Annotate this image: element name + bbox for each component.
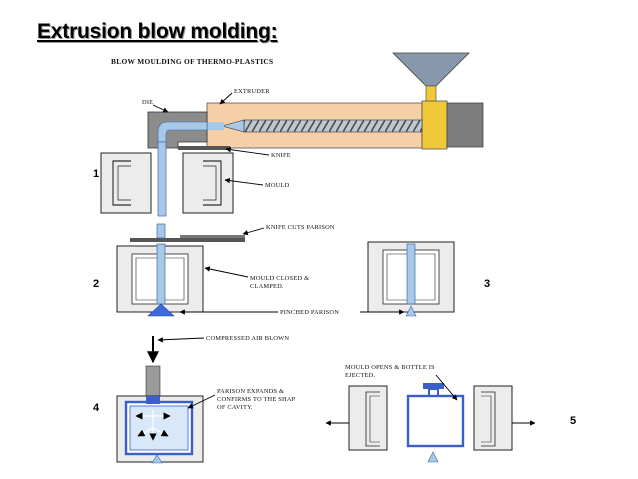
diagram-header: BLOW MOULDING OF THERMO-PLASTICS	[111, 57, 273, 66]
label-parison-2: CONFIRMS TO THE SHAP	[217, 396, 296, 403]
drive-motor	[446, 102, 484, 148]
label-pinched: PINCHED PARISON	[280, 309, 339, 316]
label-knife-cuts: KNIFE CUTS PARISON	[266, 224, 335, 231]
bottle-tail	[427, 451, 439, 463]
pinch-3	[405, 305, 417, 317]
label-parison-1: PARISON EXPANDS &	[217, 388, 284, 395]
label-knife: KNIFE	[271, 152, 291, 159]
parison-2	[156, 243, 166, 305]
mould-5-right	[473, 385, 513, 451]
knife-2	[130, 238, 245, 242]
parison-1	[157, 141, 167, 217]
label-extruder: EXTRUDER	[234, 88, 270, 95]
mould-left-1	[100, 152, 152, 214]
label-die: DIE	[142, 99, 153, 106]
step-5: 5	[570, 415, 576, 427]
extruder-screw	[243, 119, 423, 133]
step-3: 3	[484, 278, 490, 290]
label-parison-3: OF CAVITY.	[217, 404, 253, 411]
hopper	[392, 52, 470, 103]
parison-3	[406, 243, 416, 305]
step-4: 4	[93, 402, 100, 414]
mould-5-left	[348, 385, 388, 451]
extruder-end-block	[421, 100, 448, 150]
expansion-arrows	[135, 410, 171, 441]
step-1: 1	[93, 168, 99, 180]
knife-blade	[180, 235, 245, 238]
slide-title: Extrusion blow molding:	[37, 20, 278, 43]
label-mould-opens-2: EJECTED.	[345, 372, 375, 379]
label-mould-opens-1: MOULD OPENS & BOTTLE IS	[345, 364, 435, 371]
mould-right-1	[182, 152, 234, 214]
label-mould-closed-2: CLAMPED.	[250, 283, 284, 290]
neck-4	[146, 396, 160, 404]
blow-pin	[145, 365, 161, 397]
label-compressed-air: COMPRESSED AIR BLOWN	[206, 335, 289, 342]
pinch-4	[151, 454, 163, 464]
melt-channel	[207, 122, 224, 130]
ejected-bottle	[406, 394, 465, 448]
screw-tip	[220, 119, 245, 133]
knife-bar	[178, 146, 230, 150]
step-2: 2	[93, 278, 99, 290]
mould-4	[116, 395, 204, 463]
label-mould: MOULD	[265, 182, 290, 189]
parison-2-top	[156, 223, 166, 239]
pinch-2	[147, 303, 175, 317]
bottle-cap	[423, 383, 444, 389]
label-mould-closed-1: MOULD CLOSED &	[250, 275, 309, 282]
